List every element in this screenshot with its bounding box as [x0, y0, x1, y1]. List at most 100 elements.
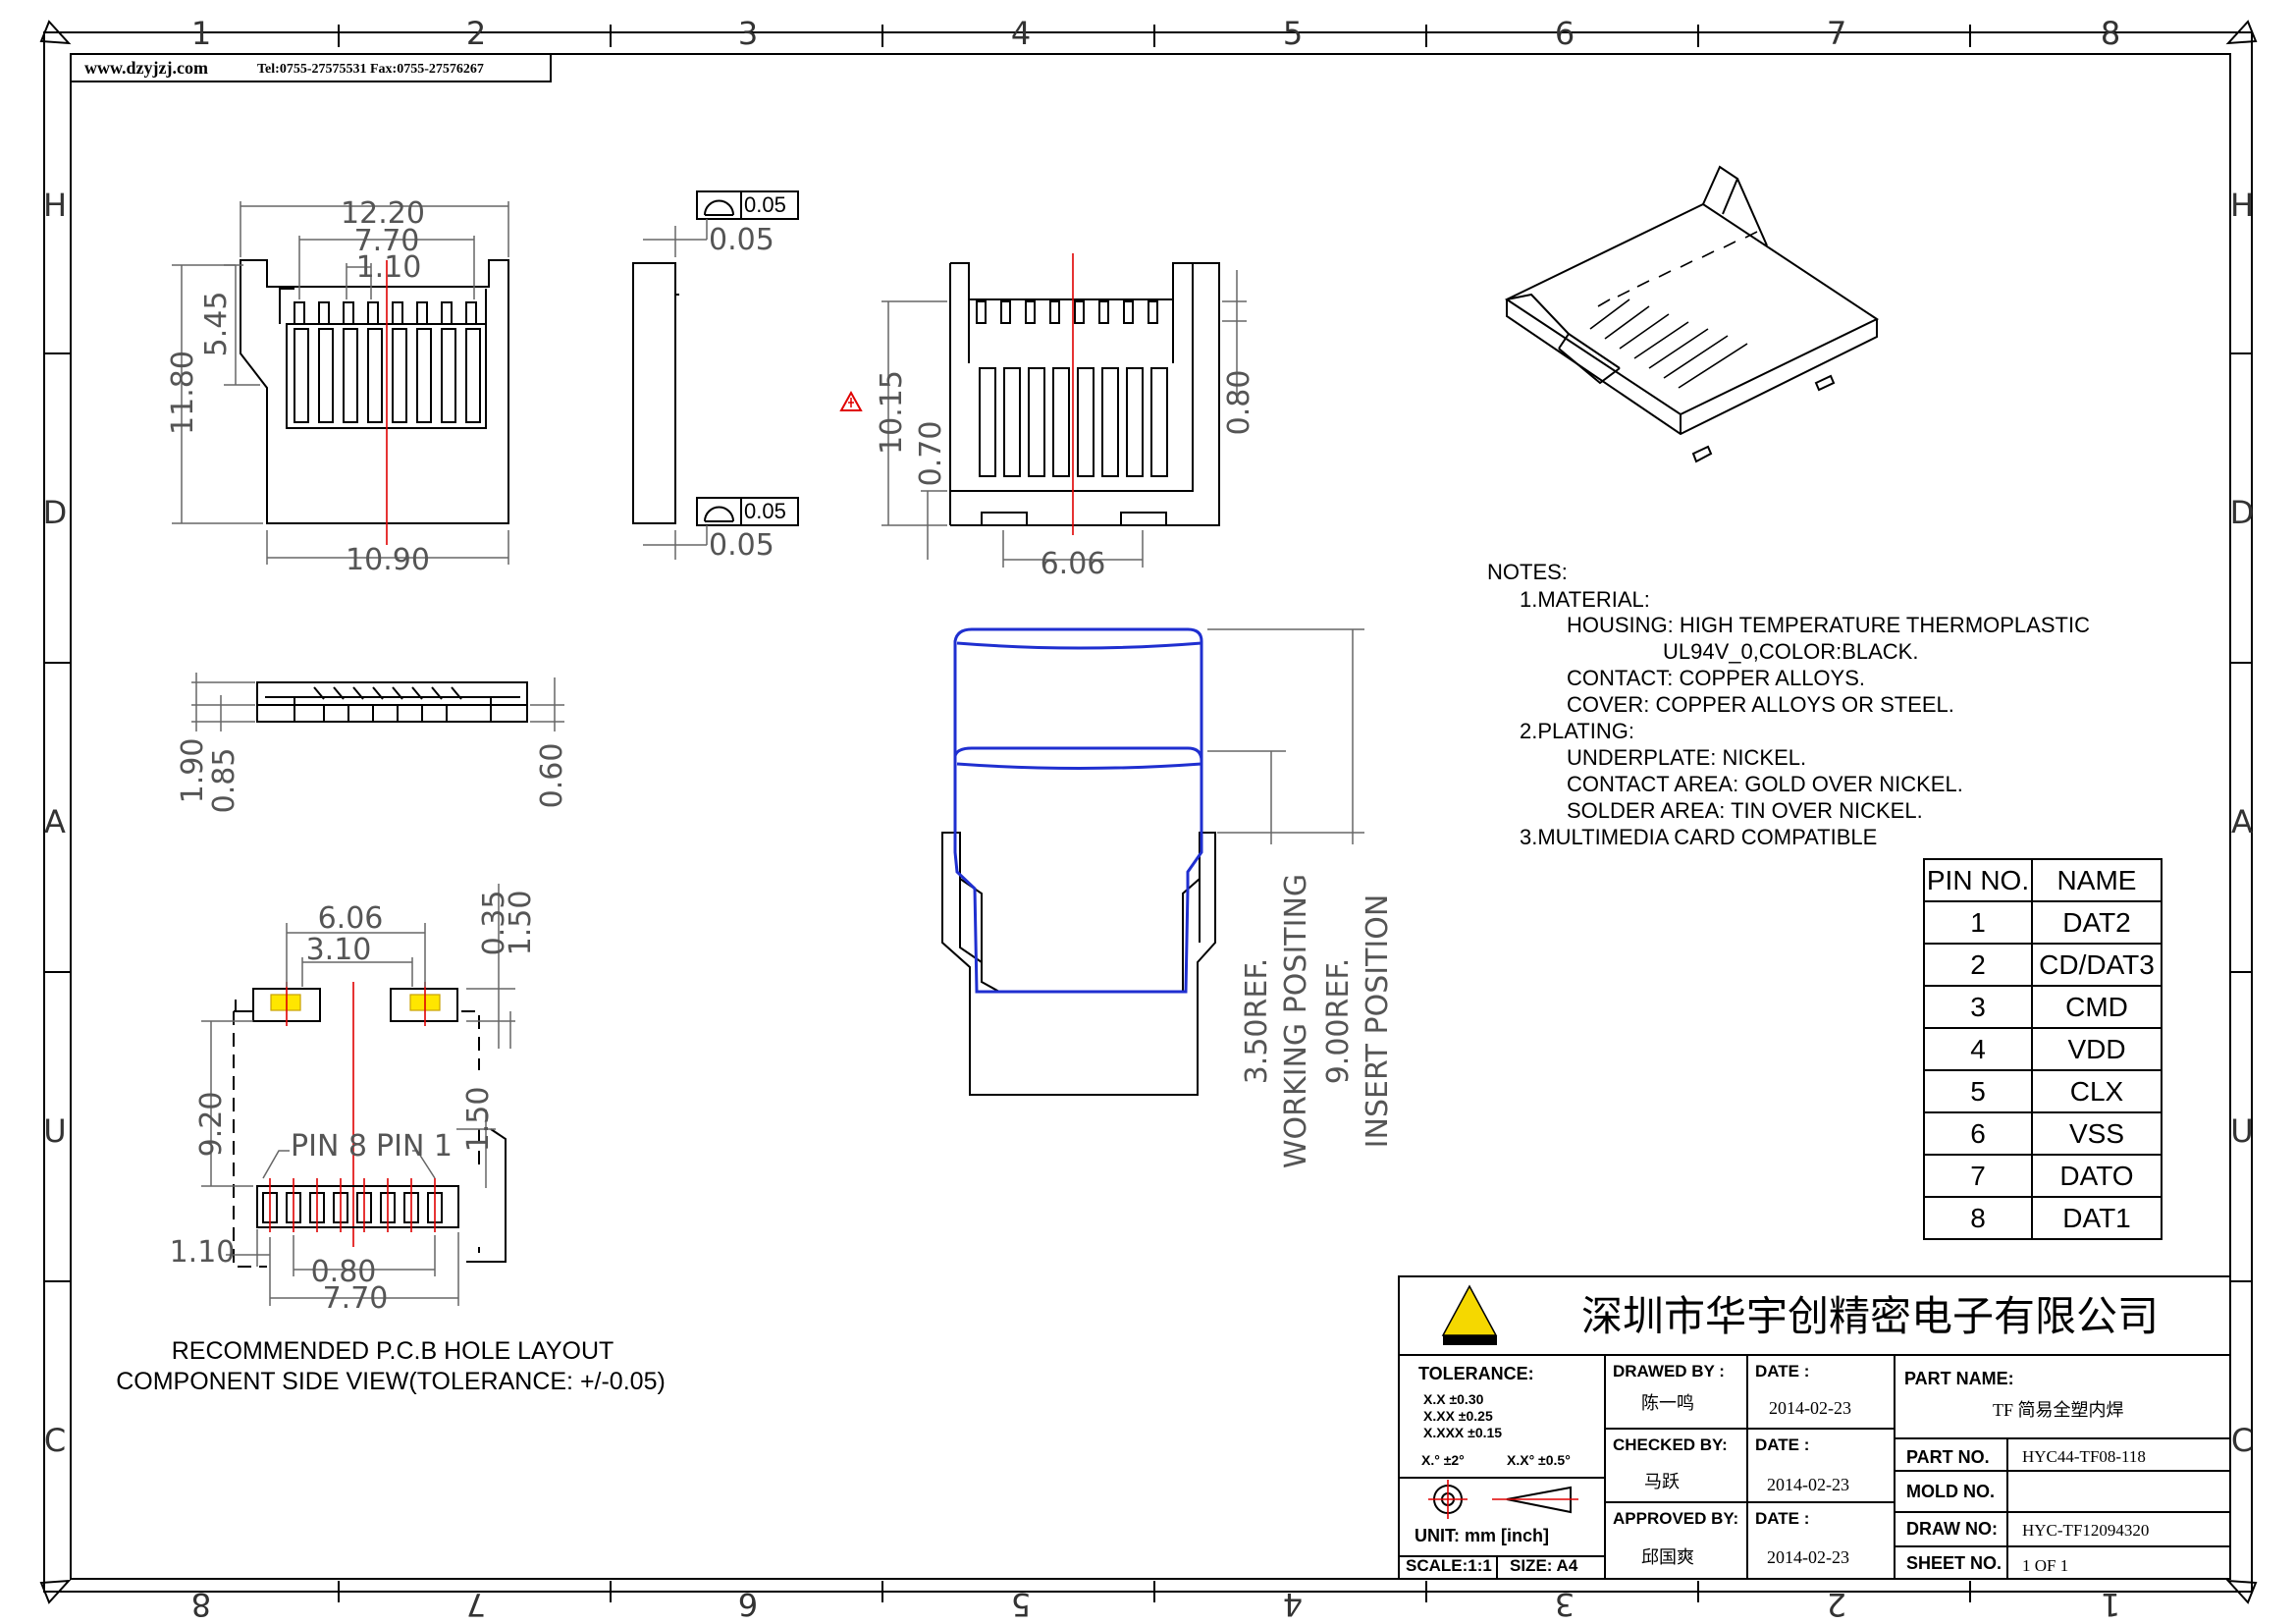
pcb-caption: RECOMMENDED P.C.B HOLE LAYOUT [172, 1337, 614, 1365]
approved-by-label: APPROVED BY: [1613, 1509, 1738, 1528]
dim-label: 1.10 [356, 250, 422, 285]
zone-number: 1 [191, 15, 211, 52]
angle-tolerance: X.X° ±0.5° [1507, 1452, 1571, 1468]
side-view: 0.05 0.05 0.05 0.05 [632, 190, 799, 563]
flatness-callout [696, 497, 799, 526]
company-name: 深圳市华宇创精密电子有限公司 [1581, 1292, 2159, 1340]
drawed-by-value: 陈一鸣 [1641, 1393, 1694, 1413]
dim-label: 0.80 [1222, 370, 1256, 436]
approved-by-value: 邱国爽 [1641, 1547, 1694, 1567]
notes-line: CONTACT: COPPER ALLOYS. [1567, 666, 1865, 690]
mold-no-label: MOLD NO. [1906, 1482, 1995, 1501]
table-cell: 5 [1970, 1076, 1986, 1107]
table-cell: 2 [1970, 949, 1986, 980]
table-cell: CMD [2065, 992, 2128, 1022]
draw-no-label: DRAW NO: [1906, 1519, 1998, 1539]
ref-label: 9.00REF. [1321, 958, 1356, 1085]
zone-number: 7 [1827, 15, 1846, 52]
rear-view: 10.15 0.70 0.80 6.06 [839, 253, 1256, 581]
pcb-caption: COMPONENT SIDE VIEW(TOLERANCE: +/-0.05) [116, 1368, 666, 1395]
checked-by-value: 马跃 [1644, 1472, 1680, 1491]
dim-label: 0.70 [914, 421, 948, 487]
dim-label: 1.50 [504, 891, 538, 956]
zone-letter: U [2230, 1112, 2253, 1150]
drawing-frame: 1 2 3 4 5 6 7 8 8 7 6 5 4 3 2 1 H D A U … [39, 15, 2258, 1623]
notes-line: 3.MULTIMEDIA CARD COMPATIBLE [1520, 825, 1877, 849]
table-cell: DAT2 [2062, 907, 2131, 938]
table-cell: CD/DAT3 [2039, 949, 2155, 980]
esd-warning-icon [839, 390, 863, 411]
flatness-value: 0.05 [744, 499, 786, 523]
zone-letter: A [2231, 803, 2253, 840]
website-text: www.dzyjzj.com [84, 58, 208, 78]
zone-number: 4 [1283, 1586, 1303, 1623]
corner-mark-icon [39, 1579, 72, 1604]
zone-letter: C [2231, 1422, 2253, 1459]
zone-letter: A [44, 803, 66, 840]
draw-no-value: HYC-TF12094320 [2022, 1521, 2149, 1540]
title-block: HOAUC 深圳市华宇创精密电子有限公司 TOLERANCE: X.X ±0.3… [1398, 1275, 2231, 1580]
projection-icon [1428, 1480, 1578, 1519]
corner-mark-icon [2225, 20, 2258, 45]
zone-letter: C [44, 1422, 66, 1459]
notes-line: CONTACT AREA: GOLD OVER NICKEL. [1567, 772, 1963, 796]
pcb-layout: PIN 8 PIN 1 6.06 3.10 0.35 1.50 9.20 1.5… [116, 884, 666, 1395]
notes-line: UNDERPLATE: NICKEL. [1567, 745, 1806, 770]
dim-label: 0.80 [311, 1255, 377, 1289]
table-cell: 3 [1970, 992, 1986, 1022]
table-cell: CLX [2070, 1076, 2124, 1107]
zone-letter: H [2230, 187, 2254, 224]
dim-label: 10.15 [875, 370, 909, 455]
part-no-value: HYC44-TF08-118 [2022, 1447, 2146, 1466]
zone-number: 8 [191, 1586, 211, 1623]
dim-label: 1.50 [461, 1087, 496, 1153]
dim-label: 0.35 [477, 891, 511, 956]
sheet-no-value: 1 OF 1 [2022, 1556, 2068, 1575]
ref-label: INSERT POSITION [1361, 894, 1395, 1149]
table-cell: VDD [2067, 1034, 2125, 1064]
scale-label: SCALE:1:1 [1406, 1556, 1492, 1575]
zone-number: 5 [1283, 15, 1303, 52]
flatness-icon [704, 506, 734, 522]
zone-number: 7 [466, 1586, 486, 1623]
notes-line: COVER: COPPER ALLOYS OR STEEL. [1567, 692, 1954, 717]
zone-number: 5 [1011, 1586, 1031, 1623]
dim-label: 7.70 [354, 224, 420, 258]
mounting-pad [390, 988, 458, 1022]
part-name-value: TF 简易全塑内焊 [1993, 1400, 2124, 1420]
date-label: DATE : [1755, 1362, 1809, 1380]
isometric-view [1504, 165, 1880, 463]
date-value: 2014-02-23 [1767, 1547, 1849, 1567]
table-cell: 6 [1970, 1118, 1986, 1149]
dim-label: 11.80 [166, 351, 200, 435]
zone-number: 3 [1555, 1586, 1575, 1623]
tolerance-value: X.XXX ±0.15 [1423, 1425, 1502, 1440]
zone-number: 6 [1555, 15, 1575, 52]
size-label: SIZE: A4 [1510, 1556, 1578, 1575]
dim-label: 0.60 [535, 743, 569, 809]
notes-block: NOTES: 1.MATERIAL: HOUSING: HIGH TEMPERA… [1487, 560, 2090, 849]
table-cell: DATO [2059, 1161, 2133, 1191]
notes-line: UL94V_0,COLOR:BLACK. [1663, 639, 1918, 664]
tolerance-value: X.XX ±0.25 [1423, 1408, 1493, 1424]
bottom-view: 1.90 0.85 0.60 [176, 673, 569, 813]
notes-line: SOLDER AREA: TIN OVER NICKEL. [1567, 798, 1923, 823]
table-cell: 4 [1970, 1034, 1986, 1064]
date-label: DATE : [1755, 1435, 1809, 1454]
dim-label: 0.05 [709, 223, 774, 257]
part-name-label: PART NAME: [1904, 1369, 2014, 1388]
front-view: 12.20 7.70 1.10 5.45 11.80 10.90 [166, 196, 509, 577]
sheet-no-label: SHEET NO. [1906, 1553, 2002, 1573]
part-no-label: PART NO. [1906, 1447, 1990, 1467]
ref-label: 3.50REF. [1240, 958, 1274, 1085]
zone-letter: U [43, 1112, 66, 1150]
table-header: NAME [2057, 865, 2137, 895]
contact-text: Tel:0755-27575531 Fax:0755-27576267 [257, 62, 484, 77]
flatness-icon [704, 199, 734, 216]
zone-number: 2 [466, 15, 486, 52]
zone-number: 6 [738, 1586, 758, 1623]
date-value: 2014-02-23 [1767, 1475, 1849, 1494]
zone-letter: D [43, 494, 68, 531]
dim-label: 0.85 [207, 748, 241, 814]
